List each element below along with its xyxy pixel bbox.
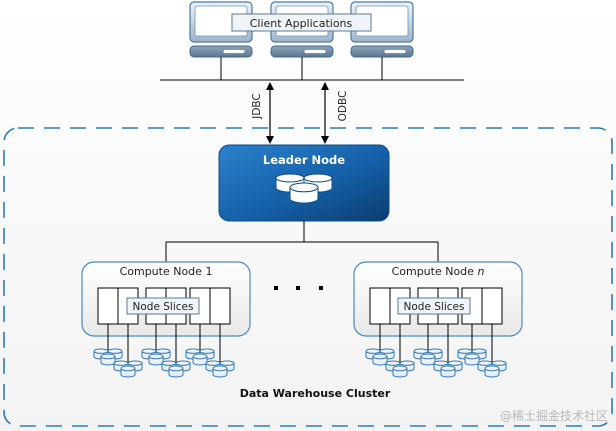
node-slices-label-box-1: Node Slices [126, 297, 200, 315]
disk-icon [420, 353, 436, 366]
disk-icon [484, 365, 500, 378]
jdbc-label: JDBC [251, 93, 263, 120]
compute-node-n [353, 261, 523, 378]
disk-icon [440, 365, 456, 378]
cluster-boundary [3, 127, 613, 427]
node-slices-label: Node Slices [133, 301, 194, 313]
jdbc-connection: JDBC [251, 82, 274, 144]
disk-icon [303, 173, 333, 193]
disk-storage [365, 324, 507, 378]
arrow-up-icon [321, 82, 329, 90]
disk-icon [100, 353, 116, 366]
leader-node: Leader Node [218, 144, 390, 222]
disk-icon [113, 360, 129, 372]
disk-storage [93, 324, 235, 378]
odbc-label: ODBC [337, 91, 349, 122]
disk-icon [212, 365, 228, 378]
arrow-down-icon [321, 136, 329, 144]
disk-icon [372, 353, 388, 366]
disk-icon [168, 365, 184, 378]
disk-icon [392, 365, 408, 378]
leader-to-compute-connectors [165, 221, 439, 262]
compute-node-1-label: Compute Node 1 [120, 265, 213, 278]
watermark: @稀土掘金技术社区 [500, 408, 608, 423]
leader-node-label: Leader Node [263, 153, 345, 167]
client-applications-label: Client Applications [250, 17, 353, 30]
odbc-connection: ODBC [321, 82, 349, 144]
ellipsis-more-nodes [274, 286, 323, 290]
client-applications-label-box: Client Applications [231, 13, 372, 32]
compute-node-1 [81, 261, 251, 378]
disk-icon [464, 353, 480, 366]
node-slice-group [189, 287, 231, 325]
cluster-label: Data Warehouse Cluster [240, 387, 391, 400]
database-icon [275, 173, 333, 204]
arrow-down-icon [266, 136, 274, 144]
disk-icon [289, 182, 319, 204]
node-slices-label: Node Slices [404, 301, 465, 313]
compute-node-n-label: Compute Node n [392, 265, 485, 278]
disk-icon [120, 365, 136, 378]
disk-icon [148, 353, 164, 366]
arrow-up-icon [266, 82, 274, 90]
disk-icon [192, 353, 208, 366]
node-slices-label-box-n: Node Slices [397, 297, 471, 315]
